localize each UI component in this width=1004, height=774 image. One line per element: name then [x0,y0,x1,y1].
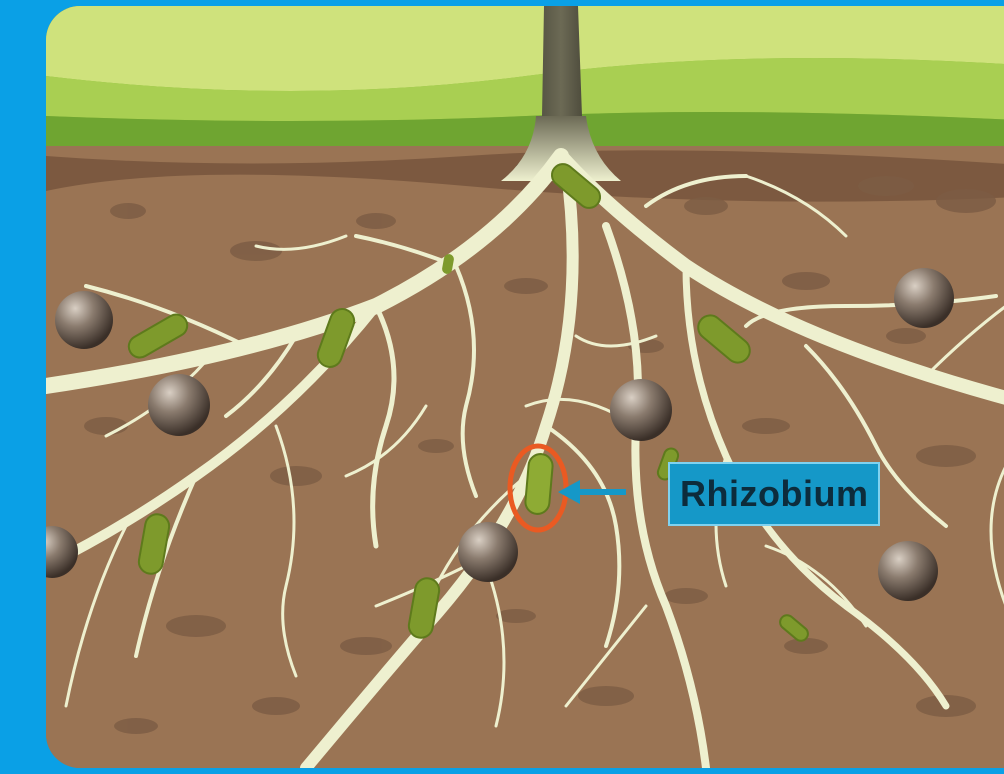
soil-particle-icon [148,374,210,436]
soil-particle-icon [894,268,954,328]
rhizobium-label-text: Rhizobium [680,473,868,515]
soil-particle-icon [878,541,938,601]
soil-particle-icon [458,522,518,582]
rhizobium-bacterium-icon [524,453,553,515]
rhizobium-label: Rhizobium [668,462,880,526]
diagram-frame: Rhizobium [46,6,1004,768]
soil-particle-icon [610,379,672,441]
soil-particle-icon [55,291,113,349]
soil-root-illustration [46,6,1004,768]
